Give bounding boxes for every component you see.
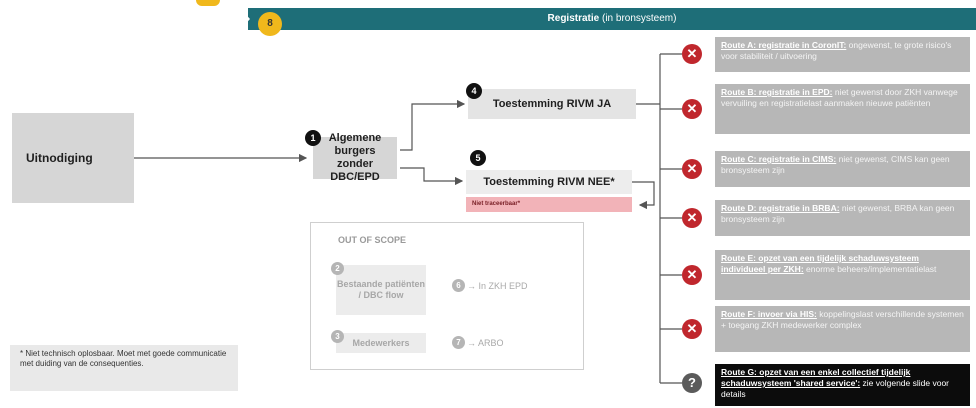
route-b-box: Route B: registratie in EPD: niet gewens… — [715, 84, 970, 134]
route-g-box: Route G: opzet van een enkel collectief … — [715, 364, 970, 406]
top-decoration — [196, 0, 220, 6]
node-general-line1: Algemene burgers — [328, 132, 382, 157]
route-b-lead: Route B: registratie in EPD: — [721, 87, 833, 97]
node-invitation: Uitnodiging — [12, 113, 134, 203]
oos-number-2: 2 — [331, 262, 344, 275]
route-d-text: niet gewenst, BRBA kan geen bronsysteem … — [721, 203, 955, 224]
oos-existing-patients: Bestaande patiënten / DBC flow — [336, 265, 426, 315]
route-f-lead: Route F: invoer via HIS: — [721, 309, 817, 319]
header-title-main: Registratie — [547, 13, 600, 24]
footnote: * Niet technisch oplosbaar. Moet met goe… — [10, 345, 238, 391]
header-title-sub: (in bronsysteem) — [602, 13, 677, 24]
question-icon: ? — [682, 373, 702, 393]
route-e-text: enorme beheers/implementatielast — [803, 264, 937, 274]
reject-icon: ✕ — [682, 44, 702, 64]
route-f-box: Route F: invoer via HIS: koppelingslast … — [715, 306, 970, 352]
arrow-general-to-ja — [400, 99, 466, 151]
route-a-lead: Route A: registratie in CoronIT: — [721, 40, 847, 50]
oos-number-3: 3 — [331, 330, 344, 343]
route-e-box: Route E: opzet van een tijdelijk schaduw… — [715, 250, 970, 300]
reject-icon: ✕ — [682, 319, 702, 339]
route-c-box: Route C: registratie in CIMS: niet gewen… — [715, 151, 970, 187]
route-c-lead: Route C: registratie in CIMS: — [721, 154, 837, 164]
reject-icon: ✕ — [682, 99, 702, 119]
route-d-box: Route D: registratie in BRBA: niet gewen… — [715, 200, 970, 236]
oos-number-7: 7 — [452, 336, 465, 349]
arrow-general-to-nee — [400, 167, 464, 186]
number-badge-4: 4 — [466, 83, 482, 99]
oos-number-6: 6 — [452, 279, 465, 292]
reject-icon: ✕ — [682, 208, 702, 228]
route-d-lead: Route D: registratie in BRBA: — [721, 203, 840, 213]
number-badge-5: 5 — [470, 150, 486, 166]
route-a-box: Route A: registratie in CoronIT: ongewen… — [715, 37, 970, 72]
not-traceable-label: Niet traceerbaar* — [466, 197, 632, 212]
route-e-lead: Route E: opzet van een tijdelijk schaduw… — [721, 253, 919, 274]
route-a-text: ongewenst, te grote risico's voor stabil… — [721, 40, 952, 61]
header-title: Registratie (in bronsysteem) — [248, 8, 976, 30]
route-f-text: koppelingslast verschillende systemen + … — [721, 309, 964, 330]
node-general-line2: zonder DBC/EPD — [330, 158, 380, 183]
route-g-lead: Route G: opzet van een enkel collectief … — [721, 367, 911, 388]
oos-zkh-epd: → In ZKH EPD — [467, 281, 528, 291]
route-b-text: niet gewenst door ZKH vanwege vervuiling… — [721, 87, 958, 108]
oos-staff: Medewerkers — [336, 333, 426, 353]
step-badge: 8 — [258, 12, 282, 36]
oos-arbo: → ARBO — [467, 338, 504, 348]
node-general-citizens: Algemene burgers zonder DBC/EPD — [313, 132, 397, 183]
arrow-nee-to-not-traceable — [632, 181, 655, 210]
out-of-scope-title: OUT OF SCOPE — [338, 235, 407, 245]
node-consent-yes: Toestemming RIVM JA — [468, 89, 636, 119]
route-g-text: zie volgende slide voor details — [721, 378, 950, 399]
node-consent-no: Toestemming RIVM NEE* — [466, 170, 632, 194]
number-badge-1: 1 — [305, 130, 321, 146]
reject-icon: ✕ — [682, 265, 702, 285]
reject-icon: ✕ — [682, 159, 702, 179]
banner-notch — [240, 8, 250, 30]
route-c-text: niet gewenst, CIMS kan geen bronsysteem … — [721, 154, 950, 175]
header-banner — [248, 8, 976, 30]
